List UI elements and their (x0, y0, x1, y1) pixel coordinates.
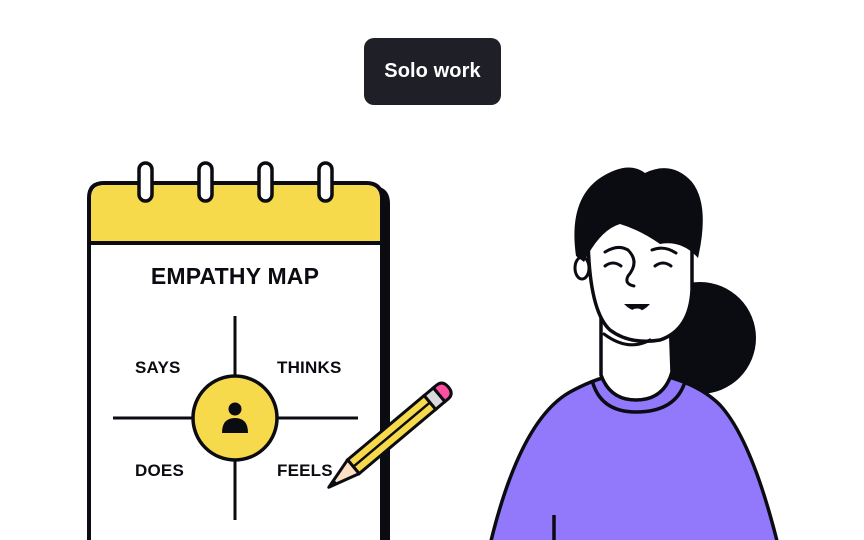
person-illustration (489, 167, 779, 540)
binder-rings (137, 161, 334, 203)
quadrant-feels: FEELS (277, 461, 333, 480)
pencil-icon (327, 381, 453, 489)
quadrant-thinks: THINKS (277, 358, 342, 377)
quadrant-does: DOES (135, 461, 184, 480)
solo-work-badge: Solo work (364, 38, 501, 105)
user-icon (222, 402, 248, 433)
notepad (87, 161, 390, 540)
empathy-map-title: EMPATHY MAP (150, 263, 320, 289)
quadrant-says: SAYS (135, 358, 181, 377)
